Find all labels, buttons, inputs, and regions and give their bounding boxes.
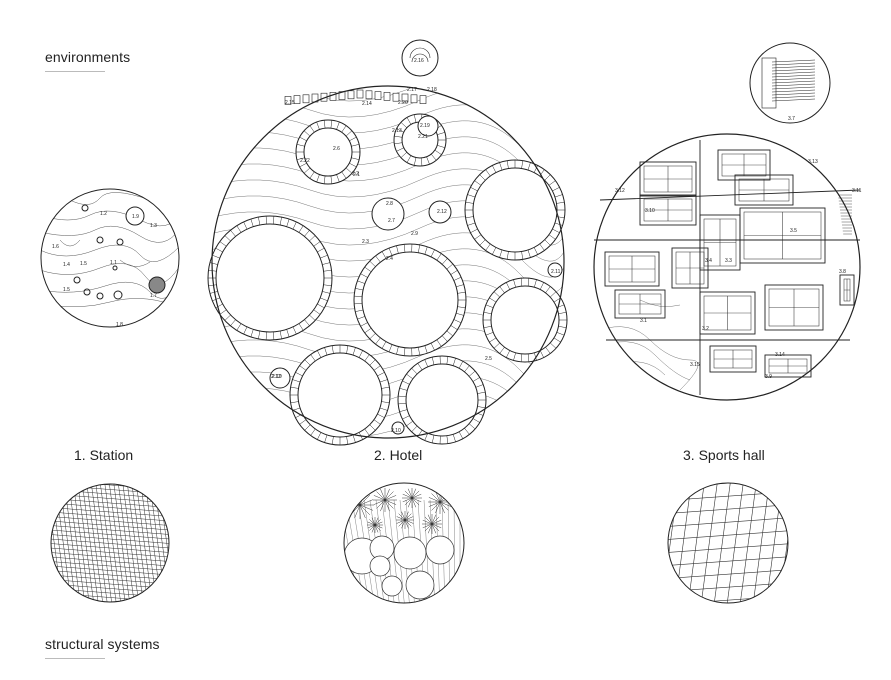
room-label: 2.12 bbox=[271, 374, 281, 380]
room-label: 3.14 bbox=[775, 352, 785, 358]
room-label: 1.5 bbox=[63, 287, 70, 293]
room-label: 1.6 bbox=[52, 244, 59, 250]
structural-systems-underline bbox=[45, 658, 105, 659]
room-label: 2.19 bbox=[420, 123, 430, 129]
room-label: 3.12 bbox=[615, 188, 625, 194]
hotel-plan: 2.16 2.17 2.18 2.15 2.14 2.20 2.13 2.21 2.19 2.6 2… bbox=[207, 39, 568, 446]
room-label: 2.2 bbox=[352, 171, 359, 177]
room-label: 2.7 bbox=[388, 218, 395, 224]
room-label: 3.7 bbox=[788, 116, 795, 122]
room-label: 2.16 bbox=[414, 58, 424, 64]
room-label: 3.3 bbox=[725, 258, 732, 264]
room-label: 2.13 bbox=[392, 128, 402, 134]
room-label: 3.10 bbox=[645, 208, 655, 214]
room-label: 1.3 bbox=[150, 223, 157, 229]
room-label: 2.8 bbox=[386, 201, 393, 207]
environments-underline bbox=[45, 71, 105, 72]
room-label: 3.11 bbox=[852, 188, 862, 194]
room-label: 2.18 bbox=[427, 87, 437, 93]
room-label: 1.2 bbox=[100, 211, 107, 217]
room-label: 1.1 bbox=[110, 260, 117, 266]
room-label: 3.4 bbox=[705, 258, 712, 264]
sports-hall-structure bbox=[667, 482, 789, 604]
room-label: 1.9 bbox=[132, 214, 139, 220]
room-label: 1.7 bbox=[150, 293, 157, 299]
structural-systems-heading: structural systems bbox=[45, 636, 160, 652]
hotel-caption: 2. Hotel bbox=[374, 447, 423, 463]
room-label: 2.4 bbox=[386, 256, 393, 262]
room-label: 2.12 bbox=[437, 209, 447, 215]
room-label: 1.5 bbox=[80, 261, 87, 267]
room-label: 2.17 bbox=[407, 87, 417, 93]
room-label: 2.9 bbox=[411, 231, 418, 237]
room-label: 2.19 bbox=[272, 374, 282, 380]
environments-heading: environments bbox=[45, 49, 131, 65]
hotel-structure bbox=[343, 482, 465, 604]
room-label: 2.10 bbox=[391, 428, 401, 434]
room-label: 3.5 bbox=[790, 228, 797, 234]
room-label: 2.5 bbox=[485, 356, 492, 362]
room-label: 2.1 bbox=[353, 172, 360, 178]
room-label: 3.1 bbox=[640, 318, 647, 324]
room-label: 2.6 bbox=[333, 146, 340, 152]
room-label: 3.13 bbox=[808, 159, 818, 165]
station-plan: 1.2 1.9 1.3 1.6 1.4 1.1 1.5 1.8 1.7 1.5 bbox=[40, 188, 180, 328]
sports-hall-caption: 3. Sports hall bbox=[683, 447, 765, 463]
room-label: 1.4 bbox=[63, 262, 70, 268]
room-label: 2.15 bbox=[285, 100, 295, 106]
room-label: 3.9 bbox=[765, 374, 772, 380]
room-label: 3.15 bbox=[690, 362, 700, 368]
room-label: 3.2 bbox=[702, 326, 709, 332]
room-label: 2.11 bbox=[551, 269, 561, 275]
station-structure bbox=[50, 483, 170, 603]
room-label: 2.20 bbox=[398, 100, 408, 106]
station-caption: 1. Station bbox=[74, 447, 134, 463]
sports-hall-plan: 3.7 3.12 3.13 3.10 3.11 3.5 3.3 3.4 3.1 3.2 3.15 3.… bbox=[593, 42, 862, 401]
room-label: 3.8 bbox=[839, 269, 846, 275]
room-label: 2.21 bbox=[418, 134, 428, 140]
room-label: 2.14 bbox=[362, 101, 372, 107]
room-label: 2.22 bbox=[300, 158, 310, 164]
room-label: 2.3 bbox=[362, 239, 369, 245]
room-label: 1.8 bbox=[116, 322, 123, 328]
